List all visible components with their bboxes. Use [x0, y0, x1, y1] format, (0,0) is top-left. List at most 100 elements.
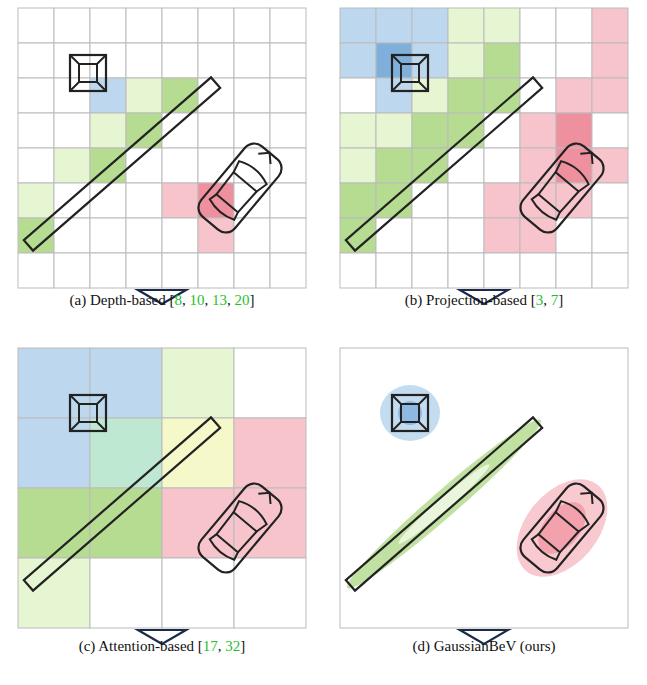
- grid-cell: [592, 148, 628, 183]
- cone-icon: [392, 422, 401, 431]
- caption-part: 17: [203, 638, 218, 654]
- grid-cell: [376, 43, 412, 78]
- grid-cell: [556, 8, 592, 43]
- grid-cell: [162, 8, 198, 43]
- caption-part: 7: [551, 292, 559, 308]
- grid-cell: [234, 78, 270, 113]
- grid-cell: [162, 78, 198, 113]
- car-rear-window: [208, 193, 240, 222]
- bev-panel: [18, 348, 306, 644]
- car-windshield: [231, 498, 269, 533]
- cone-icon: [419, 55, 428, 64]
- grid-cell: [340, 253, 376, 288]
- grid-cell: [198, 113, 234, 148]
- caption-part: ,: [218, 638, 226, 654]
- grid-cell: [234, 488, 306, 558]
- grid-cell: [556, 43, 592, 78]
- grid-cell: [520, 218, 556, 253]
- grid-cell: [18, 253, 54, 288]
- caption-part: 20: [234, 292, 249, 308]
- gaussian-blob: [339, 410, 549, 598]
- grid-cell: [412, 218, 448, 253]
- car-heading: [580, 488, 597, 504]
- grid-cell: [18, 148, 54, 183]
- grid-cell: [270, 148, 306, 183]
- grid-cell: [90, 488, 162, 558]
- grid-cell: [126, 218, 162, 253]
- cone-icon: [70, 395, 106, 431]
- grid-cell: [90, 183, 126, 218]
- cone-icon: [97, 82, 106, 91]
- grid-cell: [90, 418, 162, 488]
- caption-part: (b) Projection-based [: [405, 292, 536, 308]
- grid-cell: [376, 113, 412, 148]
- gaussian-core: [398, 401, 422, 425]
- grid-cell: [520, 253, 556, 288]
- grid-cell: [376, 8, 412, 43]
- bev-panel: [339, 348, 628, 644]
- gaussian-blob: [380, 385, 440, 441]
- grid-cell: [126, 43, 162, 78]
- grid-cell: [340, 78, 376, 113]
- car-side: [560, 191, 579, 213]
- grid-cell: [484, 43, 520, 78]
- car-body: [194, 479, 287, 578]
- caption-part: ,: [543, 292, 551, 308]
- grid-cell: [162, 348, 234, 418]
- grid-cell: [90, 113, 126, 148]
- cone-icon: [392, 82, 401, 91]
- grid-cell: [592, 183, 628, 218]
- car-body: [516, 139, 609, 238]
- grid-cell: [270, 183, 306, 218]
- grid-cell: [54, 253, 90, 288]
- grid-cell: [162, 218, 198, 253]
- car-rear-window: [530, 193, 562, 222]
- grid-cell: [90, 348, 162, 418]
- cone-icon: [401, 404, 419, 422]
- grid-cell: [18, 8, 54, 43]
- grid-cell: [484, 253, 520, 288]
- grid-cell: [18, 558, 90, 628]
- grid-cell: [484, 148, 520, 183]
- car-rear-window: [530, 533, 562, 562]
- cone-icon: [392, 55, 428, 91]
- panel-caption: (b) Projection-based [3, 7]: [405, 291, 563, 309]
- grid-cell: [18, 488, 90, 558]
- grid-cell: [270, 113, 306, 148]
- car-side: [216, 512, 235, 534]
- grid-cell: [198, 183, 234, 218]
- panel-frame: [340, 348, 628, 628]
- grid-cell: [448, 78, 484, 113]
- grid-cell: [90, 78, 126, 113]
- grid-cell: [234, 348, 306, 418]
- car-icon: [194, 479, 287, 578]
- grid-cell: [340, 43, 376, 78]
- grid-cell: [412, 113, 448, 148]
- car-heading: [258, 488, 275, 504]
- caption-part: 3: [536, 292, 544, 308]
- grid-cell: [340, 183, 376, 218]
- grid-cell: [592, 113, 628, 148]
- grid-cell: [270, 8, 306, 43]
- grid-cell: [126, 253, 162, 288]
- cone-icon: [419, 422, 428, 431]
- caption-part: ]: [249, 292, 254, 308]
- car-heading: [258, 148, 275, 164]
- grid-cell: [126, 78, 162, 113]
- grid-cell: [54, 43, 90, 78]
- caption-part: (c) Attention-based [: [79, 638, 203, 654]
- grid-cell: [18, 183, 54, 218]
- gaussian-core: [529, 493, 595, 562]
- grid-cell: [412, 43, 448, 78]
- grid-cell: [18, 113, 54, 148]
- grid-cell: [592, 218, 628, 253]
- car-body: [516, 479, 609, 578]
- grid-cell: [484, 218, 520, 253]
- grid-cell: [484, 78, 520, 113]
- grid-cell: [412, 78, 448, 113]
- grid-cell: [162, 558, 234, 628]
- grid-cell: [412, 253, 448, 288]
- grid-cell: [520, 8, 556, 43]
- grid-cell: [340, 113, 376, 148]
